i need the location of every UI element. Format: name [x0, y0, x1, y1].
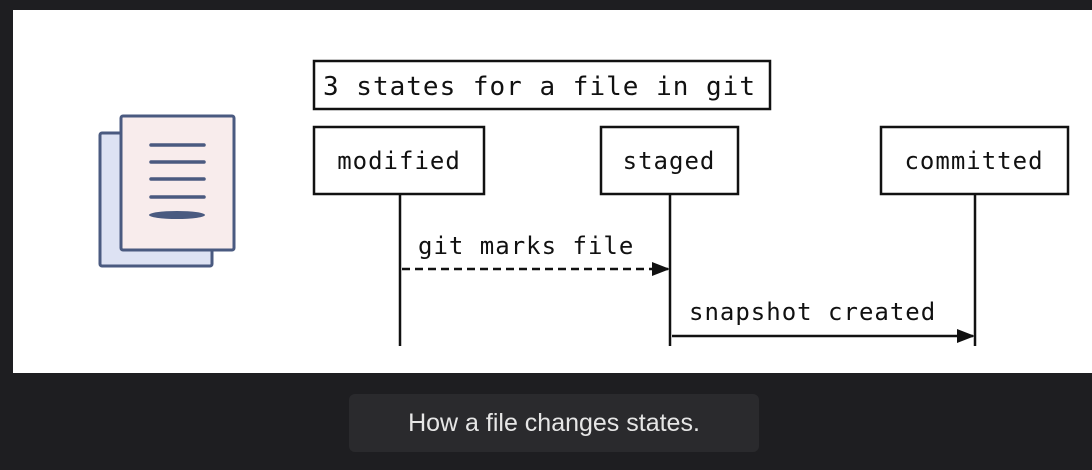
diagram-title: 3 states for a file in git	[312, 59, 772, 111]
state-modified-label: modified	[337, 147, 461, 175]
state-committed-label: committed	[904, 147, 1043, 175]
diagram-panel: 3 states for a file in git modified stag…	[13, 10, 1092, 373]
state-committed: committed	[879, 125, 1070, 196]
transition-snapshot-created-label: snapshot created	[689, 298, 936, 326]
state-staged: staged	[599, 125, 740, 196]
documents-icon	[98, 114, 236, 268]
sequence-diagram: 3 states for a file in git modified stag…	[98, 59, 1070, 346]
transition-git-marks-file: git marks file	[402, 232, 670, 276]
transition-git-marks-file-label: git marks file	[418, 232, 634, 260]
state-modified: modified	[312, 125, 486, 196]
transition-snapshot-created: snapshot created	[672, 298, 975, 343]
diagram-title-text: 3 states for a file in git	[323, 72, 756, 102]
caption: How a file changes states.	[349, 394, 759, 452]
state-staged-label: staged	[623, 147, 716, 175]
